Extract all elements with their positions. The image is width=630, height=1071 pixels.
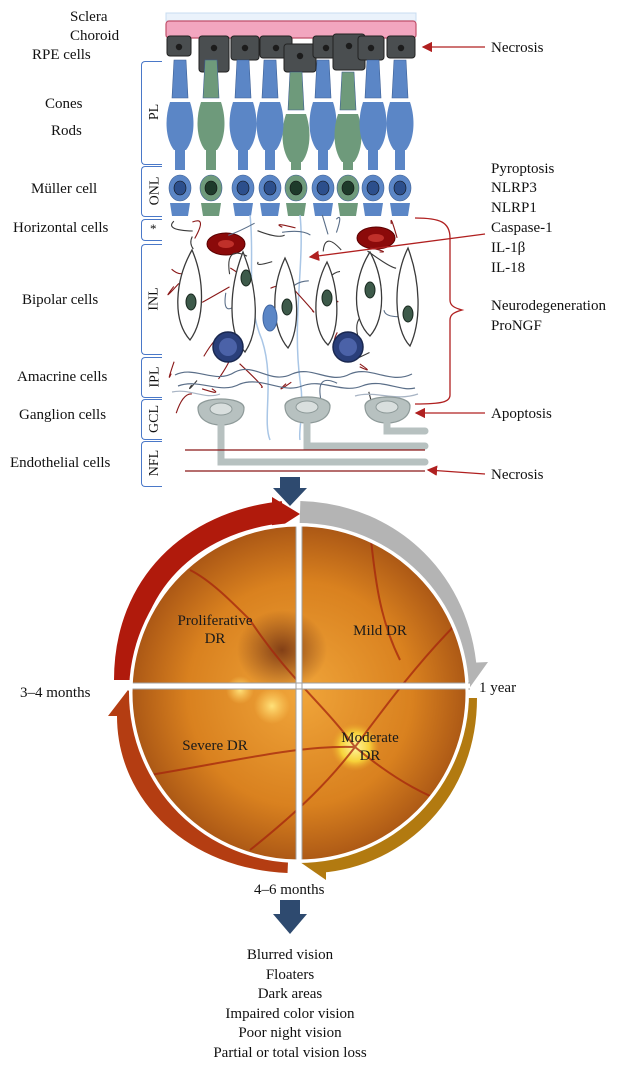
arc-rust: [117, 715, 289, 873]
label-sclera: Sclera: [70, 9, 108, 25]
layer-star: *: [150, 221, 157, 236]
label-neurodegeneration: Neurodegeneration: [491, 298, 606, 314]
time-left: 3–4 months: [20, 685, 91, 701]
stage-mild: Mild DR: [353, 623, 407, 639]
label-necrosis-top: Necrosis: [491, 40, 544, 56]
bipolar-nuclei: [185, 269, 414, 323]
stage-proliferative-line2: DR: [204, 631, 226, 647]
amacrine-cells: [212, 331, 364, 363]
symptom-item: Impaired color vision: [225, 1005, 355, 1022]
symptom-item: Poor night vision: [238, 1025, 342, 1041]
symptom-item: Floaters: [265, 966, 315, 983]
stage-moderate: Moderate DR: [320, 729, 420, 765]
label-necrosis-bottom: Necrosis: [491, 467, 544, 483]
layer-ipl: IPL: [147, 366, 162, 387]
annotation-arrows: [308, 41, 486, 476]
label-ganglion: Ganglion cells: [19, 407, 107, 423]
sclera-layer: [165, 12, 417, 22]
stage-severe: Severe DR: [182, 738, 248, 754]
rpe-cells: [166, 33, 416, 73]
stage-moderate-line2: DR: [359, 748, 381, 764]
ipl-synapses: [171, 368, 419, 398]
time-bottom: 4–6 months: [254, 882, 325, 898]
arc-grey: [299, 501, 477, 673]
symptom-item: Partial or total vision loss: [213, 1044, 367, 1061]
layer-nfl: NFL: [147, 449, 163, 477]
label-choroid: Choroid: [70, 28, 120, 44]
symptom-item: Blurred vision: [246, 947, 334, 963]
bracket-pl: [141, 61, 162, 165]
label-muller: Müller cell: [31, 181, 98, 197]
photoreceptor-cells: [166, 59, 414, 216]
label-horizontal: Horizontal cells: [13, 220, 109, 236]
label-endothelial: Endothelial cells: [10, 455, 111, 471]
bracket-nfl: [141, 441, 162, 487]
vessels: [185, 449, 425, 472]
symptom-item: Dark areas: [257, 986, 323, 1002]
choroid-layer: [165, 20, 417, 39]
muller-nucleus: [262, 304, 278, 332]
bracket-inl: [141, 244, 162, 355]
down-arrow-bottom: [273, 900, 307, 934]
bracket-star: [141, 219, 162, 241]
label-apoptosis: Apoptosis: [491, 406, 552, 422]
nerve-fiber-axons: [217, 418, 429, 466]
stage-moderate-line1: Moderate: [341, 730, 399, 746]
arc-red: [114, 501, 285, 681]
label-il1b: IL-1β: [491, 240, 526, 256]
label-rods: Rods: [51, 123, 82, 139]
bracket-onl: [141, 166, 162, 217]
stage-proliferative-line1: Proliferative: [177, 613, 253, 629]
symptom-list: Blurred vision Floaters Dark areas Impai…: [150, 946, 430, 1063]
ganglion-nuclei: [209, 400, 399, 416]
down-arrow-top: [273, 477, 307, 506]
label-caspase1: Caspase-1: [491, 220, 553, 236]
label-il18: IL-18: [491, 260, 526, 276]
label-cones: Cones: [45, 96, 83, 112]
layer-onl: ONL: [147, 176, 162, 205]
bracket-ipl: [141, 357, 162, 398]
bracket-gcl: [141, 399, 162, 440]
layer-gcl: GCL: [147, 404, 162, 433]
label-nlrp1: NLRP1: [491, 200, 537, 216]
time-right: 1 year: [477, 679, 519, 697]
stage-proliferative: Proliferative DR: [160, 612, 270, 648]
label-pyroptosis: Pyroptosis: [491, 161, 555, 177]
layer-inl: INL: [146, 286, 162, 311]
layer-pl: PL: [147, 103, 162, 121]
label-rpe: RPE cells: [32, 47, 91, 63]
muller-cell: [249, 214, 303, 441]
label-nlrp3: NLRP3: [491, 180, 537, 196]
label-bipolar: Bipolar cells: [22, 292, 99, 308]
label-amacrine: Amacrine cells: [17, 369, 108, 385]
fundus-image: [129, 523, 470, 863]
label-prongf: ProNGF: [491, 318, 542, 334]
